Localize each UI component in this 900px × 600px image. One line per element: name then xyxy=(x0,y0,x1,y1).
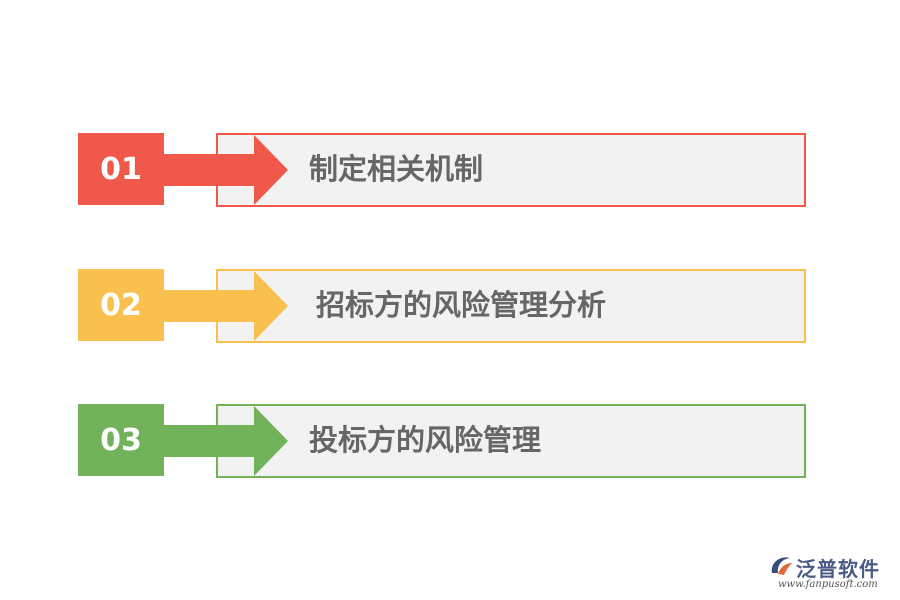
logo-url: www.fanpusoft.com xyxy=(778,579,878,590)
step-3-label: 投标方的风险管理 xyxy=(309,423,542,457)
step-3-arrow-icon xyxy=(162,406,288,476)
logo-name: 泛普软件 xyxy=(796,557,880,581)
logo: 泛普软件 www.fanpusoft.com xyxy=(768,553,892,593)
step-1-arrow-icon xyxy=(162,135,288,205)
step-1-text-box xyxy=(216,133,806,207)
step-2-text-box xyxy=(216,269,806,343)
step-2-number: 02 xyxy=(100,287,142,323)
step-2-arrow-icon xyxy=(162,271,288,341)
step-1-label: 制定相关机制 xyxy=(309,152,484,186)
step-1-number: 01 xyxy=(100,151,142,187)
step-3-number: 03 xyxy=(100,422,142,458)
step-2-label: 招标方的风险管理分析 xyxy=(316,288,607,322)
step-3: 03 投标方的风险管理 xyxy=(0,404,900,478)
step-3-number-badge: 03 xyxy=(78,404,164,476)
step-2: 02 招标方的风险管理分析 xyxy=(0,269,900,343)
step-3-text-box xyxy=(216,404,806,478)
fanpu-logo-icon xyxy=(771,557,792,575)
step-2-number-badge: 02 xyxy=(78,269,164,341)
step-1: 01 制定相关机制 xyxy=(0,133,900,207)
step-1-number-badge: 01 xyxy=(78,133,164,205)
